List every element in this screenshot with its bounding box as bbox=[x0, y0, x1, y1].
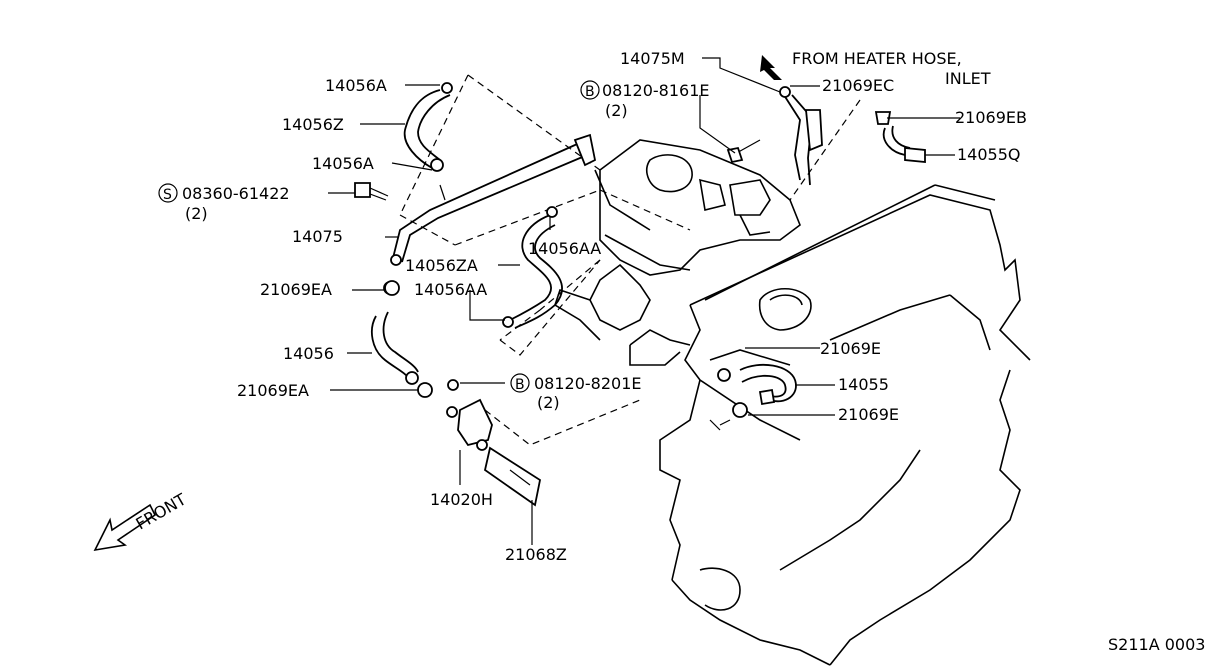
label-screw-08360-61422: 08360-61422 bbox=[182, 184, 290, 203]
label-14056AA-bot: 14056AA bbox=[414, 280, 487, 299]
label-bolt-08120-8161E: 08120-8161E bbox=[602, 81, 710, 100]
label-21069EA-bot: 21069EA bbox=[237, 381, 309, 400]
hose-14056Z bbox=[403, 82, 453, 172]
heater-arrow-icon bbox=[760, 55, 782, 80]
label-21069EB: 21069EB bbox=[955, 108, 1027, 127]
label-screw-qty: (2) bbox=[185, 204, 208, 223]
clamp-21069EA-top bbox=[384, 280, 400, 296]
label-14075: 14075 bbox=[292, 227, 343, 246]
label-21069E-top: 21069E bbox=[820, 339, 881, 358]
label-inlet: INLET bbox=[945, 69, 991, 88]
label-21069E-bot: 21069E bbox=[838, 405, 899, 424]
label-14020H: 14020H bbox=[430, 490, 493, 509]
svg-text:S: S bbox=[163, 187, 172, 203]
front-arrow-icon bbox=[93, 503, 157, 552]
label-21068Z: 21068Z bbox=[505, 545, 567, 564]
label-front: FRONT bbox=[133, 490, 190, 534]
label-14055: 14055 bbox=[838, 375, 889, 394]
water-pipe-14075 bbox=[390, 133, 597, 266]
diagram-code: S211A 0003 bbox=[1108, 635, 1205, 654]
label-bolt-08120-8201E: 08120-8201E bbox=[534, 374, 642, 393]
svg-text:B: B bbox=[585, 84, 595, 100]
label-14056Z: 14056Z bbox=[282, 115, 344, 134]
label-bolt-qty-2: (2) bbox=[537, 393, 560, 412]
label-14056A-top: 14056A bbox=[325, 76, 387, 95]
valve-14020H bbox=[446, 379, 542, 507]
leader-lines bbox=[328, 57, 960, 545]
label-from-heater: FROM HEATER HOSE, bbox=[792, 49, 962, 68]
label-14056ZA: 14056ZA bbox=[405, 256, 478, 275]
svg-text:B: B bbox=[515, 377, 525, 393]
engine-block bbox=[554, 139, 1031, 666]
label-14075M: 14075M bbox=[620, 49, 685, 68]
hose-14075M bbox=[726, 86, 823, 186]
circled-s-symbol: S bbox=[158, 183, 178, 203]
hose-14056ZA bbox=[502, 206, 563, 329]
hose-14056 bbox=[371, 281, 433, 398]
hose-14055 bbox=[717, 363, 797, 418]
label-21069EA-top: 21069EA bbox=[260, 280, 332, 299]
label-14056A-mid: 14056A bbox=[312, 154, 374, 173]
label-14056AA-top: 14056AA bbox=[528, 239, 601, 258]
label-14056: 14056 bbox=[283, 344, 334, 363]
circled-b-symbol-2: B bbox=[510, 373, 530, 393]
label-bolt-qty-1: (2) bbox=[605, 101, 628, 120]
label-14055Q: 14055Q bbox=[957, 145, 1021, 164]
circled-b-symbol-1: B bbox=[580, 80, 600, 100]
label-21069EC: 21069EC bbox=[822, 76, 894, 95]
routing-dashes bbox=[399, 74, 861, 446]
bolt-08360 bbox=[354, 182, 389, 201]
hose-14055Q bbox=[874, 111, 926, 163]
